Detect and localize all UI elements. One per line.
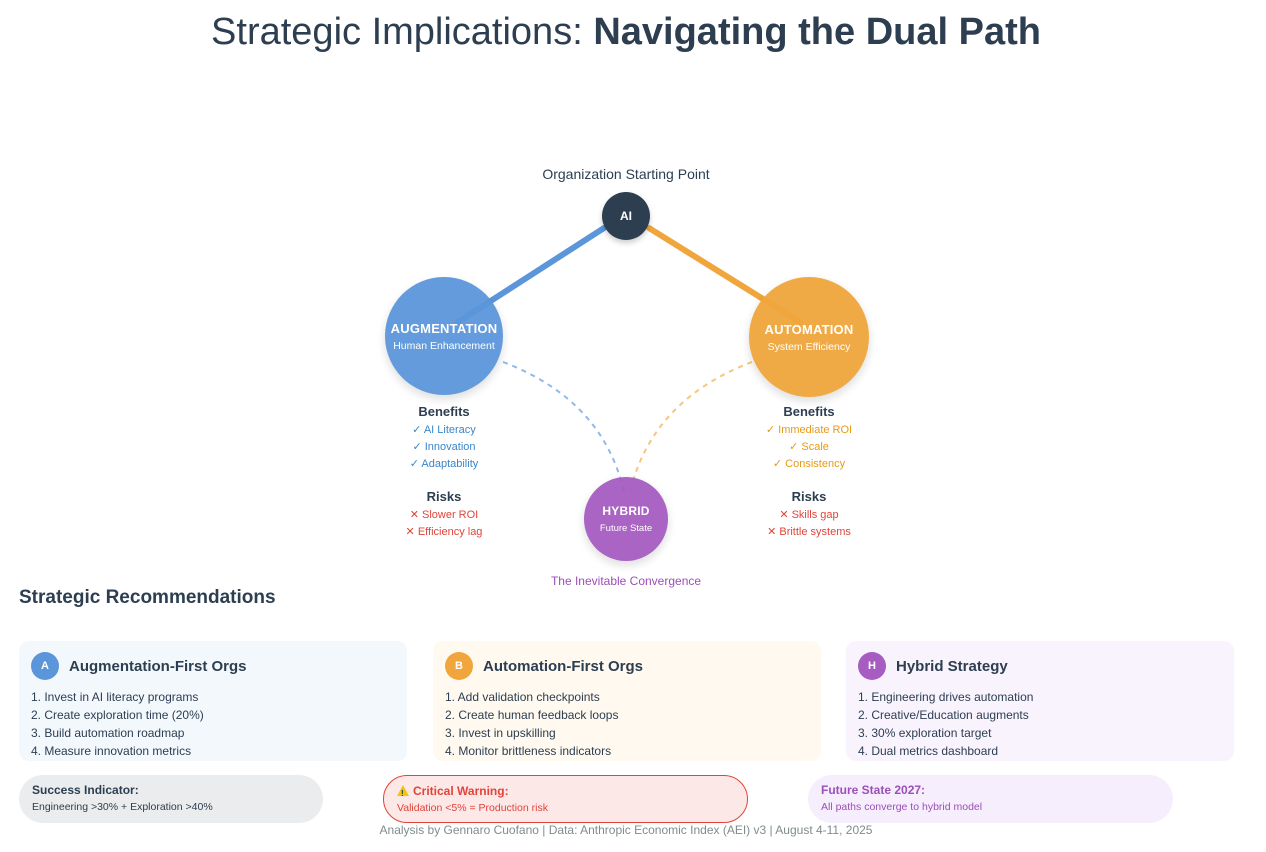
list-item: 4. Measure innovation metrics	[31, 744, 192, 758]
list-item: 2. Creative/Education augments	[858, 708, 1029, 722]
automation-benefit: ✓ Scale	[789, 441, 829, 453]
future-title: Future State 2027:	[821, 783, 926, 797]
automation-risks-heading: Risks	[791, 489, 827, 504]
recommendation-list: 1. Add validation checkpoints 2. Create …	[445, 688, 809, 760]
success-title: Success Indicator:	[32, 783, 139, 797]
footer-attribution: Analysis by Gennaro Cuofano | Data: Anth…	[379, 823, 873, 837]
future-text: All paths converge to hybrid model	[821, 801, 983, 813]
automation-node: AUTOMATION System Efficiency	[749, 277, 869, 397]
future-state-callout: Future State 2027: All paths converge to…	[808, 775, 1173, 823]
augmentation-first-card: A Augmentation-First Orgs 1. Invest in A…	[19, 641, 407, 761]
automation-benefit: ✓ Consistency	[772, 458, 846, 470]
automation-subtitle: System Efficiency	[767, 340, 851, 353]
convergence-label: The Inevitable Convergence	[550, 574, 702, 588]
start-point-label: Organization Starting Point	[542, 166, 710, 182]
hybrid-subtitle: Future State	[599, 523, 653, 534]
warning-text: Validation <5% = Production risk	[397, 802, 548, 814]
list-item: 1. Engineering drives automation	[858, 690, 1034, 704]
augmentation-risks-heading: Risks	[426, 489, 462, 504]
ai-node: AI	[602, 192, 650, 240]
list-item: 3. Invest in upskilling	[445, 726, 556, 740]
augmentation-benefit: ✓ Adaptability	[409, 458, 479, 470]
augmentation-title: AUGMENTATION	[390, 320, 498, 336]
hybrid-node: HYBRID Future State	[584, 477, 668, 561]
augmentation-benefit: ✓ AI Literacy	[412, 424, 476, 436]
success-text: Engineering >30% + Exploration >40%	[32, 801, 213, 813]
list-item: 1. Add validation checkpoints	[445, 690, 600, 704]
badge-a: A	[31, 652, 59, 680]
badge-b: B	[445, 652, 473, 680]
card-title: Augmentation-First Orgs	[69, 657, 247, 675]
automation-details: Benefits ✓ Immediate ROI ✓ Scale ✓ Consi…	[719, 403, 899, 541]
automation-benefit: ✓ Immediate ROI	[765, 424, 853, 436]
recommendation-list: 1. Engineering drives automation 2. Crea…	[858, 688, 1222, 760]
title-bold: Navigating the Dual Path	[593, 11, 1041, 53]
automation-risk: ✕ Skills gap	[779, 509, 839, 521]
recommendations-heading: Strategic Recommendations	[19, 587, 276, 608]
warning-title: Critical Warning:	[413, 784, 509, 798]
card-title: Hybrid Strategy	[896, 657, 1008, 675]
augmentation-subtitle: Human Enhancement	[393, 339, 495, 352]
augmentation-to-hybrid-path	[502, 361, 625, 493]
automation-title: AUTOMATION	[764, 321, 854, 337]
recommendation-list: 1. Invest in AI literacy programs 2. Cre…	[31, 688, 395, 760]
automation-first-card: B Automation-First Orgs 1. Add validatio…	[433, 641, 821, 761]
augmentation-benefits-heading: Benefits	[418, 404, 470, 419]
list-item: 3. Build automation roadmap	[31, 726, 185, 740]
list-item: 4. Monitor brittleness indicators	[445, 744, 612, 758]
augmentation-details: Benefits ✓ AI Literacy ✓ Innovation ✓ Ad…	[354, 403, 534, 541]
critical-warning-callout: Critical Warning: Validation <5% = Produ…	[383, 775, 748, 823]
success-indicator-callout: Success Indicator: Engineering >30% + Ex…	[19, 775, 323, 823]
automation-to-hybrid-path	[629, 361, 753, 493]
automation-risk: ✕ Brittle systems	[767, 526, 851, 538]
hybrid-title: HYBRID	[602, 504, 650, 518]
ai-node-label: AI	[620, 209, 632, 223]
augmentation-risk: ✕ Efficiency lag	[405, 526, 483, 538]
page-title: Strategic Implications: Navigating the D…	[0, 8, 1252, 56]
warning-icon	[397, 785, 409, 802]
card-title: Automation-First Orgs	[483, 657, 643, 675]
list-item: 4. Dual metrics dashboard	[858, 744, 999, 758]
list-item: 2. Create human feedback loops	[445, 708, 619, 722]
augmentation-risk: ✕ Slower ROI	[409, 509, 479, 521]
list-item: 2. Create exploration time (20%)	[31, 708, 204, 722]
badge-h: H	[858, 652, 886, 680]
dual-path-diagram: Organization Starting Point AI AUGMENTAT…	[354, 166, 899, 588]
list-item: 1. Invest in AI literacy programs	[31, 690, 199, 704]
augmentation-benefit: ✓ Innovation	[412, 441, 476, 453]
hybrid-strategy-card: H Hybrid Strategy 1. Engineering drives …	[846, 641, 1234, 761]
augmentation-node: AUGMENTATION Human Enhancement	[385, 277, 503, 395]
automation-benefits-heading: Benefits	[783, 404, 835, 419]
title-light: Strategic Implications:	[211, 11, 583, 53]
list-item: 3. 30% exploration target	[858, 726, 992, 740]
